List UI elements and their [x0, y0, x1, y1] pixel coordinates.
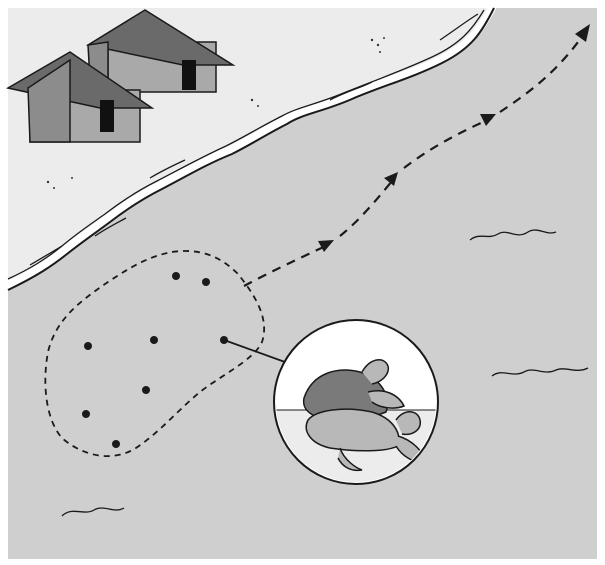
hut-front-door — [100, 100, 114, 132]
turtle-dot — [82, 410, 90, 418]
turtle-dot — [84, 342, 92, 350]
hut-back-door — [182, 60, 196, 90]
turtle-dot — [202, 278, 210, 286]
turtle-dot — [112, 440, 120, 448]
turtle-dot — [150, 336, 158, 344]
turtle-dot — [142, 386, 150, 394]
turtle-dot — [172, 272, 180, 280]
